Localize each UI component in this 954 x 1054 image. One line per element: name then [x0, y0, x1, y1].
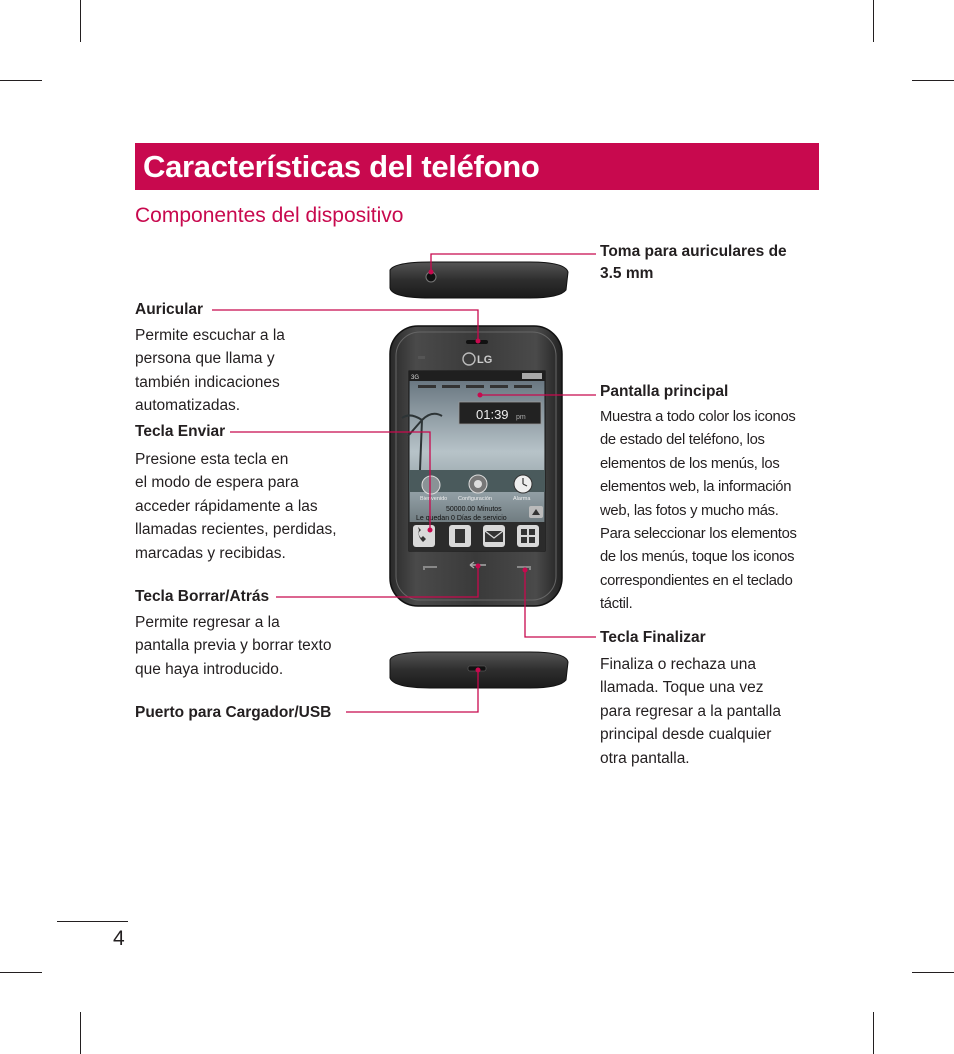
- page-number: 4: [113, 927, 125, 950]
- earpiece-description: Permite escuchar a la persona que llama …: [135, 327, 285, 415]
- svg-text:3G: 3G: [411, 375, 419, 381]
- svg-text:Alarma: Alarma: [513, 496, 531, 502]
- back-key-label: Tecla Borrar/Atrás: [135, 588, 270, 605]
- earpiece-label: Auricular: [135, 301, 204, 318]
- leader-lines: [212, 253, 596, 713]
- section-title: Características del teléfono: [143, 149, 540, 184]
- phone-front: LG 3G 01:39 pm Bienvenido Configuración …: [389, 325, 563, 607]
- phone-top-edge: [389, 261, 569, 299]
- crop-mark: [912, 972, 954, 973]
- headphone-jack-label: Toma para auriculares de 3.5 mm: [600, 243, 787, 282]
- svg-text:pm: pm: [516, 414, 526, 421]
- charger-port-label: Puerto para Cargador/USB: [135, 704, 332, 721]
- svg-text:Le quedan 0 Días de servicio: Le quedan 0 Días de servicio: [416, 515, 507, 522]
- crop-mark: [80, 1012, 81, 1054]
- crop-mark: [0, 80, 42, 81]
- back-key-description: Permite regresar a la pantalla previa y …: [135, 614, 332, 678]
- send-key-description: Presione esta tecla en el modo de espera…: [135, 451, 337, 562]
- svg-text:01:39: 01:39: [476, 407, 509, 422]
- crop-mark: [912, 80, 954, 81]
- crop-mark: [80, 0, 81, 42]
- svg-text:50000.00 Minutos: 50000.00 Minutos: [446, 506, 502, 513]
- crop-mark: [0, 972, 42, 973]
- svg-text:Configuración: Configuración: [458, 496, 492, 502]
- svg-text:Bienvenido: Bienvenido: [420, 496, 447, 502]
- section-subtitle: Componentes del dispositivo: [135, 204, 404, 227]
- crop-mark: [873, 0, 874, 42]
- brand-logo: LG: [477, 354, 492, 366]
- section-title-bar: Características del teléfono: [135, 143, 819, 190]
- end-key-description: Finaliza o rechaza una llamada. Toque un…: [600, 656, 781, 767]
- main-screen-label: Pantalla principal: [600, 383, 729, 400]
- main-screen-description: Muestra a todo color los iconos de estad…: [600, 409, 797, 613]
- send-key-label: Tecla Enviar: [135, 423, 226, 440]
- page-number-rule: [57, 921, 128, 922]
- crop-mark: [873, 1012, 874, 1054]
- end-key-label: Tecla Finalizar: [600, 629, 706, 646]
